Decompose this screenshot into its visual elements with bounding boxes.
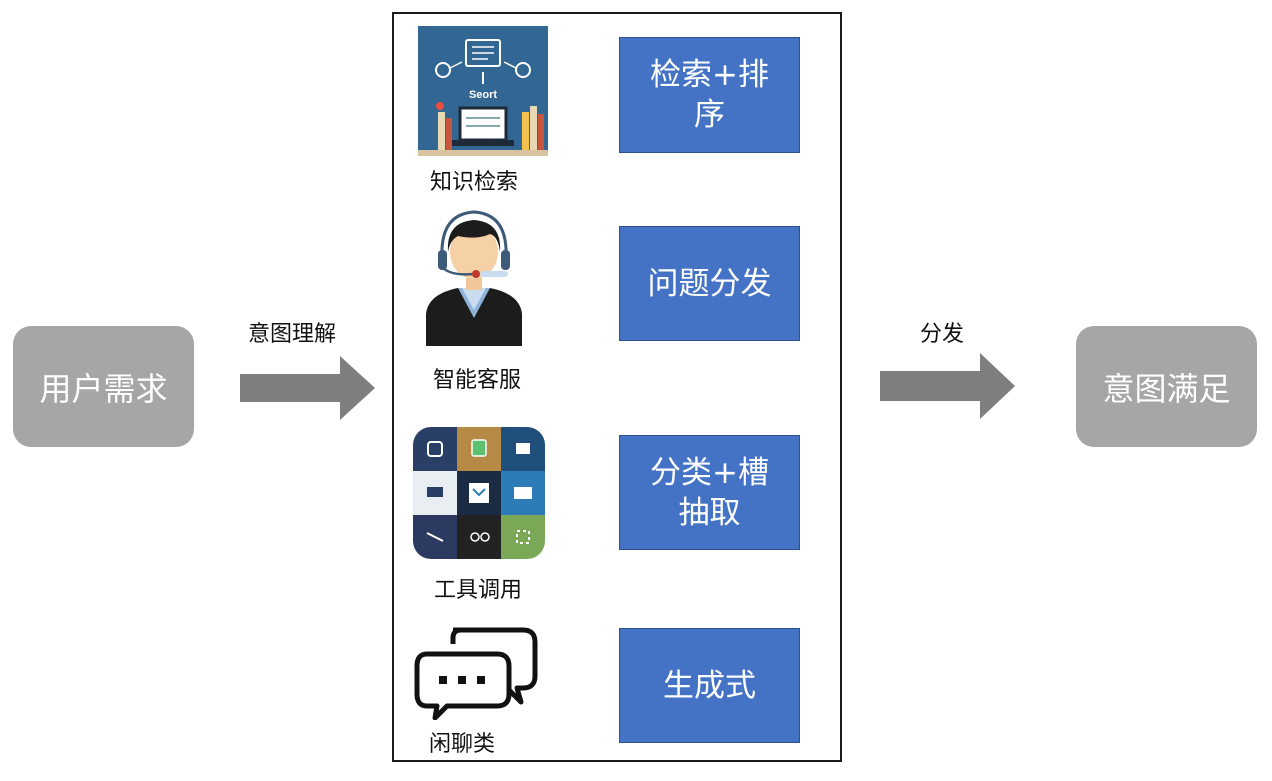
category-label-customer-service: 智能客服 xyxy=(433,368,522,393)
action-label-question-dispatch: 问题分发 xyxy=(647,265,772,302)
category-label-chitchat: 闲聊类 xyxy=(429,732,496,757)
category-label-knowledge-search: 知识检索 xyxy=(430,170,519,195)
action-label-generative: 生成式 xyxy=(663,667,756,704)
app-tiles-icon xyxy=(413,427,545,559)
action-box-generative: 生成式 xyxy=(619,628,800,743)
intent-understanding-label: 意图理解 xyxy=(248,322,337,347)
knowledge-search-icon: Seort xyxy=(418,26,548,156)
action-box-retrieve-rank: 检索+排序 xyxy=(619,37,800,153)
category-label-tool-call: 工具调用 xyxy=(434,578,523,603)
user-demand-box: 用户需求 xyxy=(13,326,194,447)
dispatch-label: 分发 xyxy=(920,322,965,347)
action-box-classify-slot: 分类+槽抽取 xyxy=(619,435,800,550)
action-box-question-dispatch: 问题分发 xyxy=(619,226,800,341)
user-demand-label: 用户需求 xyxy=(39,369,168,408)
action-label-retrieve-rank: 检索+排序 xyxy=(650,57,769,133)
right-arrow-icon xyxy=(240,356,375,420)
customer-service-agent-icon xyxy=(426,210,522,346)
seort-text: Seort xyxy=(469,89,497,101)
intent-fulfilled-box: 意图满足 xyxy=(1076,326,1257,447)
chat-bubbles-icon xyxy=(414,627,538,720)
action-label-classify-slot: 分类+槽抽取 xyxy=(650,454,769,531)
right-arrow-icon xyxy=(880,353,1015,419)
intent-fulfilled-label: 意图满足 xyxy=(1102,369,1231,408)
